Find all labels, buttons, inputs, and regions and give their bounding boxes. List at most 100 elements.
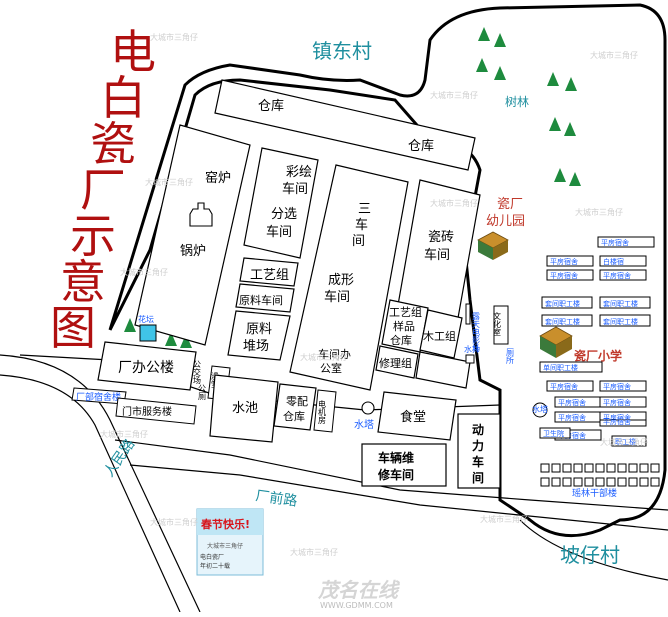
ws-office-label-2: 公室 [320, 361, 342, 375]
forming-label-1: 成形 [328, 273, 354, 288]
watermark-small: 大城市三角仔 [300, 352, 348, 362]
housing-block [546, 380, 594, 392]
village-north-label: 镇东村 [312, 39, 372, 63]
paint-label-2: 车间 [282, 181, 308, 197]
housing-square [573, 477, 583, 487]
third-workshop [289, 164, 409, 391]
kindergarten-icon [477, 231, 509, 260]
tree-icon [554, 168, 566, 182]
housing-block [599, 419, 647, 427]
tree-icon [565, 77, 577, 91]
housing-block-label: 单间职工楼 [543, 363, 578, 372]
village-south-label: 坡仔村 [560, 543, 620, 567]
bottom-housing-squares [540, 463, 660, 487]
sample-label-1: 工艺组 [389, 305, 422, 319]
housing-block-label: 平房宿舍 [558, 413, 586, 422]
office-building [97, 341, 197, 391]
tree-icon [165, 332, 177, 346]
craft-group-label: 工艺组 [250, 268, 289, 283]
road-front-bottom2 [129, 464, 668, 531]
motor-room-label: 电机房 [318, 399, 327, 425]
warehouse-1-label: 仓库 [258, 98, 284, 114]
watermark-small: 大城市三角仔 [150, 517, 198, 527]
housing-block-label: 平房宿舍 [603, 413, 631, 422]
tile-label-2: 车间 [424, 247, 450, 263]
water-tower-icon [361, 401, 375, 415]
housing-block-label: 白楼宿 [603, 257, 624, 266]
flower-bed [139, 324, 157, 342]
power-workshop [457, 413, 501, 489]
housing-square [628, 463, 638, 473]
housing-block-label: 平房宿舍 [558, 398, 586, 407]
shop-building [115, 397, 197, 425]
ad-sub: 大城市三角仔 [207, 542, 243, 550]
watermark-small: 大城市三角仔 [290, 547, 338, 557]
housing-block-label: 平房宿舍 [603, 398, 631, 407]
shop-building-label: 门市服务楼 [122, 405, 172, 418]
watermark-small: 大城市三角仔 [145, 177, 193, 187]
housing-block [599, 314, 651, 327]
parts-label-2: 仓库 [283, 409, 305, 423]
watermark-url: WWW.GDMM.COM [320, 601, 393, 610]
housing-block [599, 255, 647, 267]
housing-block-label: 套间职工楼 [545, 317, 580, 326]
housing-block [599, 269, 647, 281]
ad-line2: 年初二十载 [200, 562, 230, 570]
housing-block [546, 269, 594, 281]
road-front-label: 厂前路 [254, 487, 298, 510]
title-char: 厂 [80, 163, 126, 217]
housing-block [597, 236, 655, 248]
housing-square [584, 477, 594, 487]
housing-square [650, 463, 660, 473]
title-char: 示 [70, 209, 116, 263]
housing-square [562, 463, 572, 473]
raw-yard-label-1: 原料 [246, 322, 272, 337]
housing-block-label: 平房宿舍 [550, 382, 578, 391]
paint-workshop [243, 147, 319, 259]
tv-screen [465, 303, 471, 325]
paint-label-1: 彩绘 [286, 165, 312, 180]
housing-block [599, 380, 647, 392]
pool-label: 水池 [232, 401, 258, 416]
parts-label-1: 零配 [286, 395, 308, 408]
woods-label: 树林 [505, 94, 529, 109]
public-toilet-label: 公厕 [198, 384, 207, 401]
vehicle-label-1: 车辆维 [378, 450, 414, 465]
right-water-tower-icon [532, 402, 548, 418]
small-yard [415, 351, 471, 389]
road-renmin-outer [0, 354, 201, 613]
kiln-label: 窑炉 [205, 170, 231, 186]
tree-icon [494, 66, 506, 80]
housing-square [584, 463, 594, 473]
housing-blocks: 平房宿舍平房宿舍白楼宿平房宿舍平房宿舍套间职工楼套间职工楼套间职工楼套间职工楼单… [539, 236, 655, 447]
third-label-3: 间 [352, 234, 365, 249]
flower-bed-label: 花坛 [138, 314, 154, 324]
watermark-small: 大城市三角仔 [430, 198, 478, 208]
watermark-small: 大城市三角仔 [600, 437, 648, 447]
housing-block-label: 平房宿舍 [603, 417, 631, 426]
watermark-small: 大城市三角仔 [480, 514, 528, 524]
watermark-small: 大城市三角仔 [590, 50, 638, 60]
housing-block-label: 套间职工楼 [545, 299, 580, 308]
tile-label-1: 瓷砖 [428, 230, 454, 245]
housing-block [599, 296, 651, 309]
carpentry [419, 309, 463, 359]
well-icon [465, 354, 475, 364]
raw-yard [227, 310, 291, 361]
canteen-label: 食堂 [400, 409, 426, 425]
office-building-label: 厂办公楼 [118, 360, 174, 376]
title-char: 意 [60, 255, 106, 309]
tree-icon [476, 58, 488, 72]
sample-label-3: 仓库 [390, 333, 412, 347]
road-right-edge [519, 519, 668, 581]
housing-square [606, 463, 616, 473]
title-char: 白 [100, 71, 146, 125]
sample-label-2: 样品 [393, 319, 415, 333]
staff-dorm-left-label: 厂部宿舍楼 [76, 391, 121, 403]
watermark-small: 大城市三角仔 [120, 267, 168, 277]
chimney-icon [189, 202, 213, 227]
parts-warehouse [273, 383, 317, 431]
tree-icon [494, 33, 506, 47]
housing-square [595, 477, 605, 487]
tree-icon [124, 318, 136, 332]
